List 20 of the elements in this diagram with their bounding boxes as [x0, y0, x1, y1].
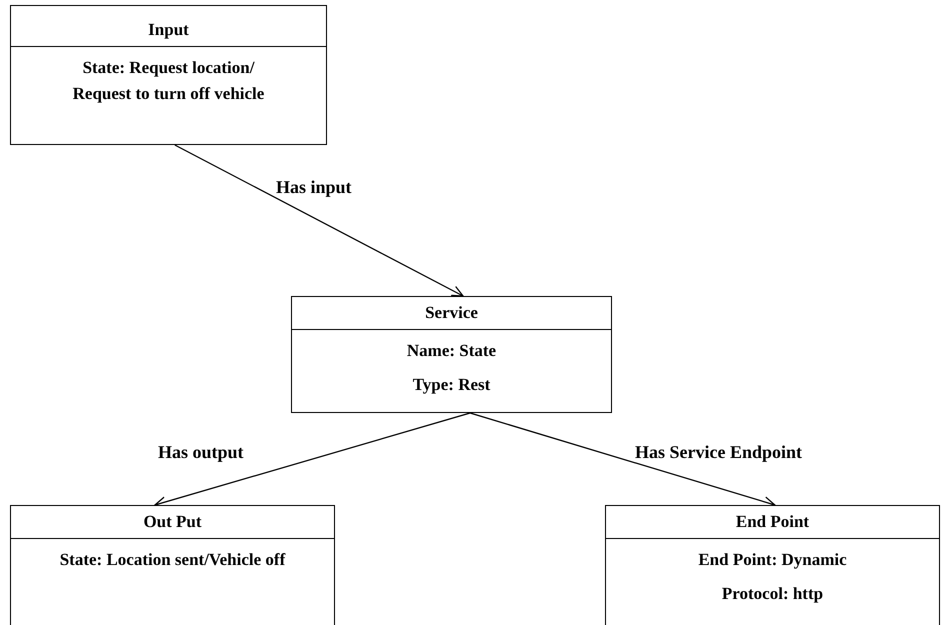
box-heading: Input: [148, 18, 189, 41]
edge-label: Has input: [276, 176, 352, 198]
class-box: [10, 505, 335, 625]
arrow: [154, 412, 470, 508]
class-box: [605, 505, 940, 625]
arrow: [174, 144, 464, 297]
arrow: [470, 412, 776, 508]
class-box: [10, 5, 327, 145]
box-heading: Out Put: [143, 510, 202, 532]
attribute-text: Name: State: [406, 340, 496, 362]
attribute-text: State: Location sent/Vehicle off: [60, 549, 286, 571]
edge-label: Has output: [158, 441, 244, 464]
box-heading: End Point: [736, 510, 810, 532]
edge-label: Has Service Endpoint: [635, 441, 802, 464]
box-heading: Service: [425, 302, 478, 324]
attribute-text: State: Request location/ Request to turn off vehicle: [72, 57, 266, 105]
attribute-text: Protocol: http: [722, 582, 824, 605]
attribute-text: Type: Rest: [412, 374, 490, 396]
attribute-text: End Point: Dynamic: [698, 549, 847, 571]
class-box: [291, 296, 612, 413]
